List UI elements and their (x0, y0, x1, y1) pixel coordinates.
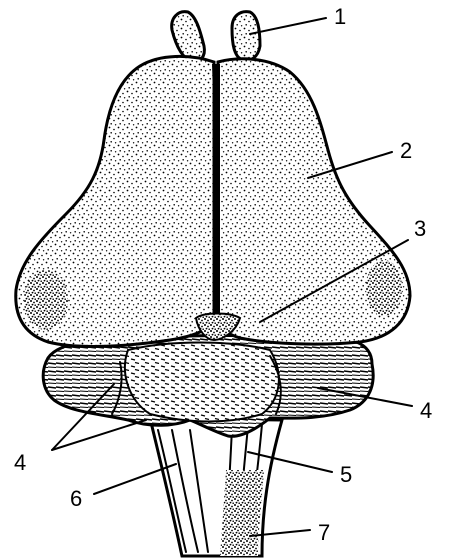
leader-1 (250, 18, 326, 34)
callout-4-right: 4 (420, 398, 432, 423)
olfactory-bulbs (172, 12, 260, 63)
callout-2: 2 (400, 138, 412, 163)
left-hemisphere-shade (24, 270, 68, 330)
callout-5: 5 (340, 462, 352, 487)
right-hemisphere-shade (366, 260, 402, 316)
callout-3: 3 (414, 216, 426, 241)
callout-4-left: 4 (14, 450, 26, 475)
cerebellum (43, 336, 373, 437)
callout-7: 7 (318, 520, 330, 545)
callout-1: 1 (334, 4, 346, 29)
callout-6: 6 (70, 486, 82, 511)
